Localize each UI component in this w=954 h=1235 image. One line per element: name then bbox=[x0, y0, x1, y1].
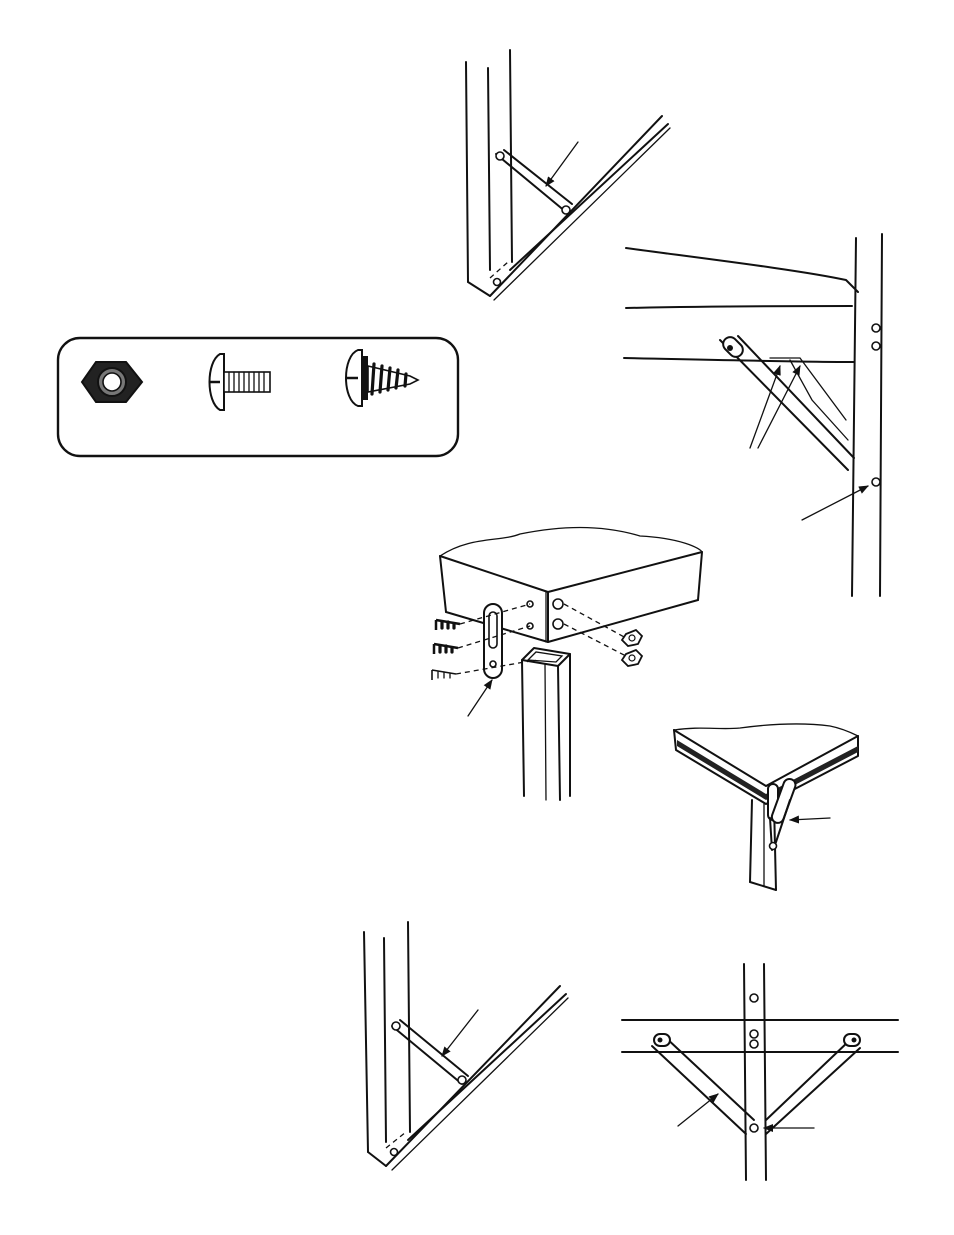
frame-corner-brace-bottom bbox=[364, 922, 568, 1170]
bracket-pointer-arrow bbox=[468, 680, 492, 716]
hardware-panel bbox=[58, 338, 458, 456]
lower-strap-pointer-arrow bbox=[442, 1010, 478, 1056]
strap-pointer-arrow bbox=[546, 142, 578, 186]
cross-brace-pointer-arrow bbox=[678, 1094, 718, 1126]
top-corner-leg-brace bbox=[674, 724, 858, 890]
top-corner-bracket-exploded bbox=[432, 528, 702, 801]
diagonal-strap-lower bbox=[392, 1020, 468, 1084]
frame-side-braces bbox=[624, 234, 882, 596]
diagonal-strap bbox=[496, 150, 572, 214]
screw-pointer-arrow bbox=[802, 486, 868, 520]
frame-cross-braces bbox=[622, 964, 898, 1180]
frame-corner-brace-top bbox=[466, 50, 670, 300]
leg-brace-pointer-arrow bbox=[790, 818, 830, 820]
